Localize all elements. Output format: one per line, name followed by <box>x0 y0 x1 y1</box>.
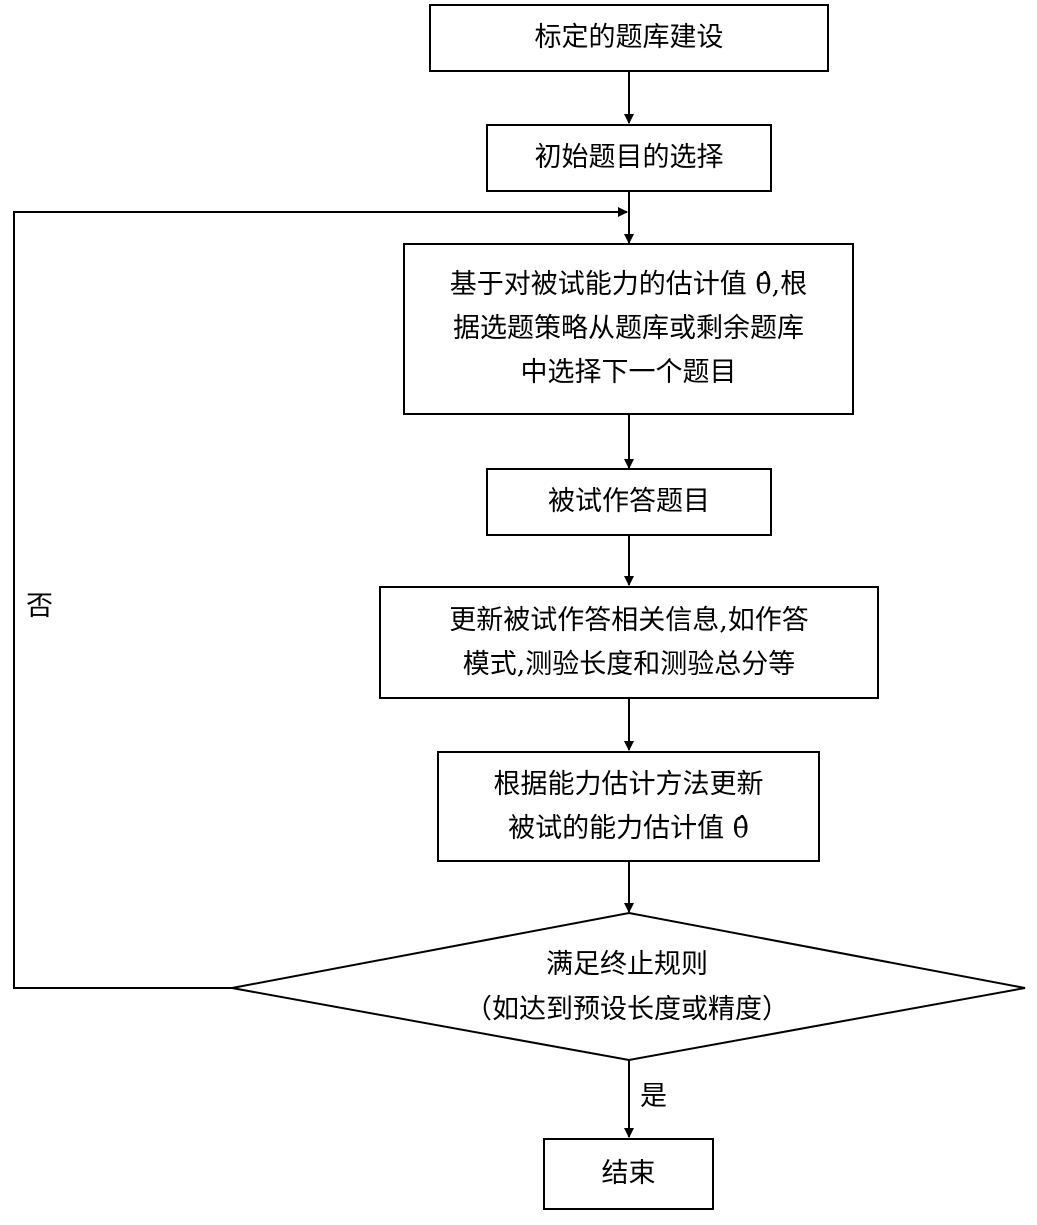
edge-label-no: 否 <box>26 591 53 622</box>
node-respond-item-text: 被试作答题目 <box>548 486 710 517</box>
decision-diamond <box>231 911 1026 1062</box>
node-select-next-item: 基于对被试能力的估计值 θ̂,根 据选题策略从题库或剩余题库 中选择下一个题目 <box>403 243 854 415</box>
node-select-next-item-line-3: 中选择下一个题目 <box>520 357 737 388</box>
edge-label-yes: 是 <box>640 1081 667 1112</box>
node-item-bank: 标定的题库建设 <box>429 4 829 72</box>
node-initial-selection-text: 初始题目的选择 <box>534 142 724 173</box>
node-select-next-item-line-2: 据选题策略从题库或剩余题库 <box>453 313 804 344</box>
node-respond-item: 被试作答题目 <box>486 468 772 536</box>
node-end: 结束 <box>543 1138 714 1210</box>
node-update-ability-estimate-line-2: 被试的能力估计值 θ̂ <box>508 812 749 844</box>
loop-back-connector <box>13 207 628 989</box>
node-item-bank-text: 标定的题库建设 <box>534 22 724 53</box>
node-update-response-info: 更新被试作答相关信息,如作答 模式,测验长度和测验总分等 <box>379 586 879 699</box>
node-select-next-item-line-1: 基于对被试能力的估计值 θ̂,根 <box>449 269 808 300</box>
node-initial-selection: 初始题目的选择 <box>486 124 772 192</box>
node-update-ability-estimate: 根据能力估计方法更新 被试的能力估计值 θ̂ <box>437 751 820 862</box>
node-update-ability-estimate-line-1: 根据能力估计方法更新 <box>493 768 764 800</box>
decision-text-line-2: （如达到预设长度或精度） <box>465 994 789 1025</box>
node-update-response-info-line-2: 模式,测验长度和测验总分等 <box>462 648 796 680</box>
decision-text-line-1: 满足终止规则 <box>546 949 708 980</box>
node-end-text: 结束 <box>601 1158 656 1189</box>
node-update-response-info-line-1: 更新被试作答相关信息,如作答 <box>449 604 809 636</box>
